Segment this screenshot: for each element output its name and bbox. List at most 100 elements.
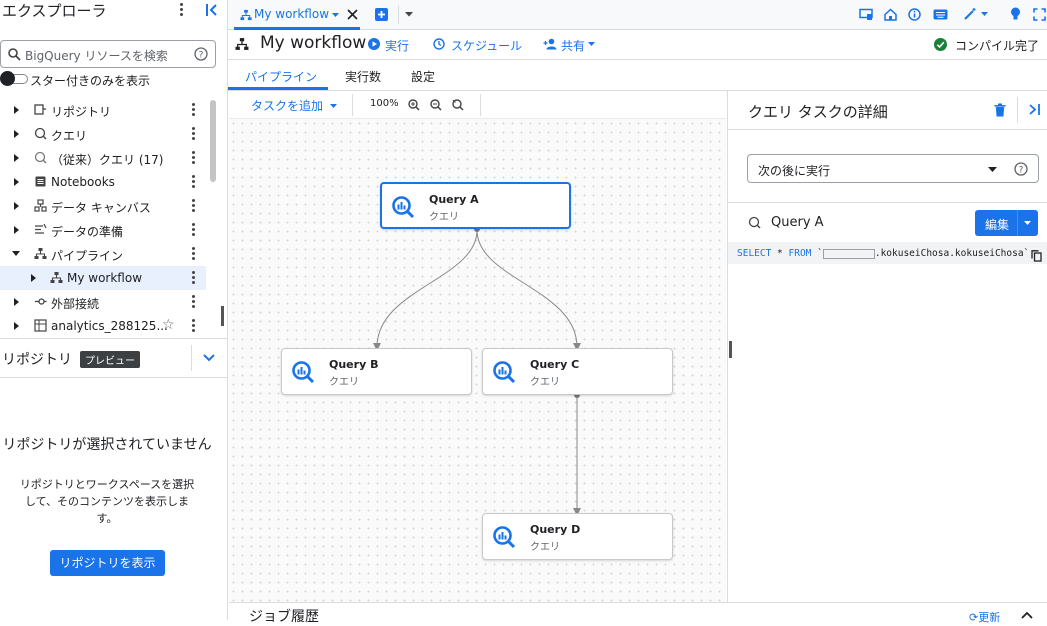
- tree-item-data-prep[interactable]: データの準備: [0, 218, 206, 242]
- refresh-button[interactable]: ⟳更新: [969, 609, 1000, 625]
- chevron-right-icon[interactable]: [31, 274, 36, 282]
- delete-icon[interactable]: [994, 103, 1006, 117]
- chevron-right-icon[interactable]: [14, 178, 19, 186]
- chevron-right-icon[interactable]: [14, 154, 19, 162]
- bigquery-icon: [392, 196, 415, 219]
- help-icon[interactable]: ?: [1014, 162, 1028, 176]
- more-vert-icon[interactable]: [192, 103, 196, 117]
- show-repository-button[interactable]: リポジトリを表示: [50, 550, 165, 576]
- clock-icon: [433, 38, 445, 50]
- detail-query-name: Query A: [771, 215, 824, 230]
- data-prep-icon: [35, 223, 47, 234]
- chevron-right-icon[interactable]: [14, 106, 19, 114]
- star-icon[interactable]: ☆: [162, 317, 175, 333]
- tree-item-label: データ キャンバス: [51, 201, 151, 215]
- tree-item-pipeline[interactable]: パイプライン: [0, 242, 206, 266]
- tree-item-external-connection[interactable]: 外部接続: [0, 290, 206, 314]
- more-vert-icon[interactable]: [192, 199, 196, 213]
- tab-my-workflow[interactable]: My workflow: [234, 4, 360, 26]
- monitor-icon[interactable]: [859, 8, 873, 21]
- toggle-knob: [0, 71, 15, 86]
- close-icon[interactable]: [347, 9, 358, 20]
- run-after-select[interactable]: 次の後に実行 ?: [747, 154, 1039, 183]
- close-panel-icon[interactable]: [1028, 103, 1041, 116]
- chevron-right-icon[interactable]: [14, 298, 19, 306]
- preview-badge: プレビュー: [80, 351, 140, 368]
- node-subtitle: クエリ: [530, 377, 560, 388]
- explorer-search-input[interactable]: BigQuery リソースを検索 ?: [0, 40, 216, 68]
- node-query-c[interactable]: Query C クエリ: [482, 348, 673, 395]
- tree-item-my-workflow[interactable]: My workflow: [0, 266, 206, 290]
- more-vert-icon[interactable]: [192, 223, 196, 237]
- node-query-a[interactable]: Query A クエリ: [380, 182, 571, 229]
- help-icon[interactable]: ?: [194, 47, 208, 61]
- node-subtitle: クエリ: [329, 377, 359, 388]
- info-icon[interactable]: [908, 8, 921, 21]
- edit-menu-caret-icon[interactable]: [1024, 221, 1031, 226]
- panel-resize-handle[interactable]: [729, 341, 732, 358]
- pipeline-canvas[interactable]: Query A クエリ Query B クエリ Query C クエリ Quer…: [229, 119, 726, 602]
- fullscreen-icon[interactable]: [1033, 8, 1046, 21]
- tab-executions[interactable]: 実行数: [345, 70, 382, 84]
- more-vert-icon[interactable]: [180, 3, 183, 18]
- chevron-down-icon[interactable]: [12, 251, 20, 256]
- tab-settings[interactable]: 設定: [411, 70, 436, 84]
- home-icon[interactable]: [884, 8, 897, 21]
- zoom-in-icon[interactable]: [408, 99, 420, 111]
- add-task-button[interactable]: タスクを追加: [251, 97, 337, 114]
- run-button[interactable]: 実行: [368, 37, 409, 54]
- tree-item-data-canvas[interactable]: データ キャンバス: [0, 194, 206, 218]
- tree-item-notebooks[interactable]: Notebooks: [0, 170, 206, 194]
- lightbulb-icon[interactable]: [1010, 7, 1021, 21]
- person-add-icon: [543, 38, 557, 50]
- chevron-right-icon[interactable]: [14, 322, 19, 330]
- tree-scrollbar[interactable]: [210, 100, 216, 182]
- magic-wand-icon[interactable]: [963, 7, 978, 21]
- tab-list-caret-icon[interactable]: [405, 12, 413, 17]
- wand-menu-caret-icon[interactable]: [981, 12, 988, 17]
- task-detail-panel: クエリ タスクの詳細 次の後に実行 ? Query A 編集 SELECT * …: [727, 91, 1047, 602]
- bigquery-icon: [292, 361, 315, 384]
- more-vert-icon[interactable]: [192, 271, 196, 285]
- chevron-up-icon[interactable]: [1021, 611, 1033, 619]
- chevron-down-icon[interactable]: [202, 353, 216, 363]
- zoom-reset-icon[interactable]: [452, 99, 464, 111]
- edge-a-b: [373, 229, 478, 351]
- share-button[interactable]: 共有: [543, 37, 595, 54]
- more-vert-icon[interactable]: [192, 319, 196, 333]
- new-tab-icon[interactable]: [375, 8, 388, 21]
- more-vert-icon[interactable]: [192, 151, 196, 165]
- tab-menu-caret-icon[interactable]: [332, 13, 339, 18]
- check-circle-icon: [934, 38, 947, 51]
- node-query-b[interactable]: Query B クエリ: [281, 348, 472, 395]
- chevron-right-icon[interactable]: [14, 226, 19, 234]
- node-title: Query D: [530, 523, 581, 536]
- tab-pipeline[interactable]: パイプライン: [245, 70, 318, 84]
- tree-item-dataset[interactable]: analytics_288125... ☆: [0, 314, 206, 338]
- more-vert-icon[interactable]: [192, 127, 196, 141]
- job-history-title: ジョブ履歴: [249, 609, 319, 625]
- more-vert-icon[interactable]: [192, 247, 196, 261]
- keyboard-icon[interactable]: [933, 9, 948, 20]
- tree-item-label: Notebooks: [51, 175, 115, 189]
- notebook-icon: [35, 176, 46, 187]
- more-vert-icon[interactable]: [192, 295, 196, 309]
- chevron-right-icon[interactable]: [14, 130, 19, 138]
- copy-icon[interactable]: [1031, 250, 1042, 262]
- schedule-button[interactable]: スケジュール: [433, 37, 522, 54]
- tree-item-legacy-query[interactable]: （従来）クエリ (17): [0, 146, 206, 170]
- tree-item-query[interactable]: クエリ: [0, 122, 206, 146]
- svg-text:?: ?: [199, 51, 204, 61]
- edit-button[interactable]: 編集: [975, 210, 1038, 236]
- node-query-d[interactable]: Query D クエリ: [482, 513, 673, 560]
- chevron-right-icon[interactable]: [14, 202, 19, 210]
- collapse-panel-icon[interactable]: [205, 3, 219, 17]
- tree-item-repository[interactable]: リポジトリ: [0, 98, 206, 122]
- node-subtitle: クエリ: [429, 212, 459, 223]
- zoom-out-icon[interactable]: [430, 99, 442, 111]
- divider: [728, 129, 1047, 130]
- tree-item-label: リポジトリ: [51, 105, 112, 119]
- more-vert-icon[interactable]: [192, 175, 196, 189]
- panel-resize-handle[interactable]: [221, 306, 224, 326]
- repository-empty-title: リポジトリが選択されていません: [2, 437, 212, 453]
